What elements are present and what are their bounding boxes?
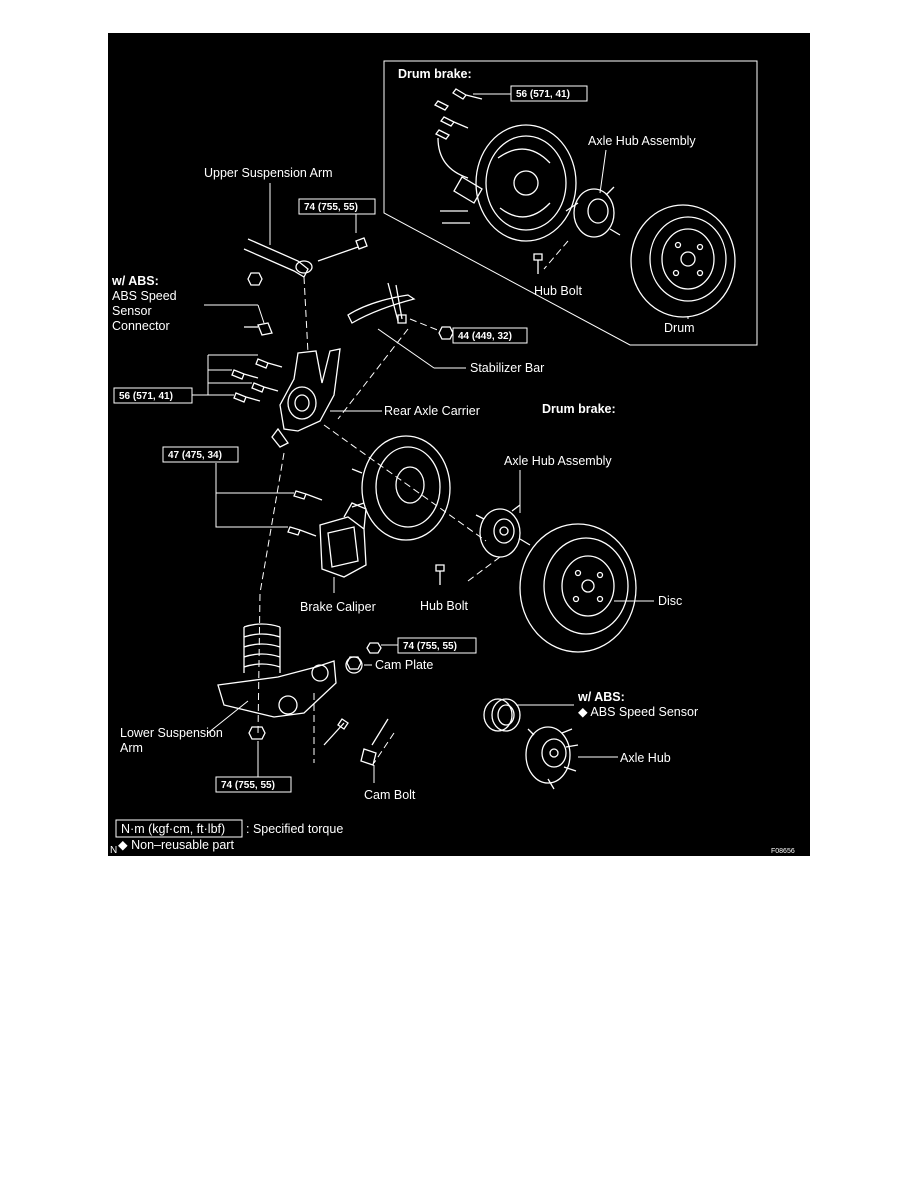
carrier-bolts [231,358,283,403]
disc-label: Disc [658,594,682,608]
stabilizer-bar-label: Stabilizer Bar [470,361,544,375]
drum-label: Drum [664,321,695,335]
rear-suspension-svg: Drum brake: 56 (571, 41) Axle Hub Assemb… [108,33,810,856]
inset-axle-hub-assembly [565,186,621,238]
cam-bolt [360,718,389,766]
lower-arm-bolt [323,718,349,746]
upper-arm-torque-value: 74 (755, 55) [304,202,358,213]
stabilizer-dash-2 [337,328,409,420]
inset-hub-bolt [533,253,543,274]
stabilizer-link-bolt [397,314,407,324]
upper-suspension-arm-label: Upper Suspension Arm [204,166,333,180]
middle-drum-brake-heading: Drum brake: [542,402,616,416]
carrier-lower-dash [257,452,285,734]
upper-arm-nut [247,272,263,286]
lower-arm-torque-value: 74 (755, 55) [221,780,275,791]
stabilizer-leader-a [377,328,435,369]
abs-connector-leader-2 [257,304,265,324]
legend-unit-text: N·m (kgf·cm, ft·lbf) [121,822,225,836]
lower-arm-torque-box [215,776,292,793]
inset-hub-bolt-dash [543,240,569,270]
upper-arm-bushing [295,260,313,274]
inset-drum-brake-heading: Drum brake: [398,67,472,81]
cam-bolt-dash [313,693,395,764]
lower-arm-nut [248,726,266,740]
inset-hub-bolt-label: Hub Bolt [534,284,582,298]
cam-plate-torque-box [397,637,477,654]
middle-hub-bolt-label: Hub Bolt [420,599,468,613]
stabilizer-torque-value: 44 (449, 32) [458,331,512,342]
lower-suspension-arm-label-1: Lower Suspension [120,726,223,740]
legend-unit-box [115,819,243,838]
inset-bolts [434,88,483,140]
abs-speed-sensor [483,698,521,732]
legend-specified-torque: : Specified torque [246,822,343,836]
stabilizer-nut [438,326,454,340]
rear-axle-carrier-label: Rear Axle Carrier [384,404,480,418]
abs-connector-label-2: Sensor [112,304,152,318]
abs-connector-label-1: ABS Speed [112,289,177,303]
legend-nonreusable-text: ◆ Non–reusable part [118,838,234,852]
middle-axle-hub-assembly [475,504,531,558]
coil-spring [243,623,281,673]
abs-speed-sensor-label: ◆ ABS Speed Sensor [578,705,698,719]
disc-brake-dust-cover [351,435,451,541]
caliper-bolt-lower [287,526,317,537]
drum-brake-backing-plate [437,124,577,242]
upper-arm-torque-box [298,198,376,215]
axle-hub [525,726,579,790]
stabilizer-dash [409,318,441,332]
figure-code: F08656 [771,848,795,855]
inset-axle-hub-label: Axle Hub Assembly [588,134,696,148]
lower-suspension-arm-label-2: Arm [120,741,143,755]
carrier-torque-bracket [198,354,258,396]
cam-plate-nut [346,656,362,670]
rear-axle-carrier [271,348,341,448]
lower-arm-leader [207,700,249,734]
stabilizer-torque-box [452,327,528,344]
axle-hub-label: Axle Hub [620,751,671,765]
brake-caliper-label: Brake Caliper [300,600,376,614]
lower-suspension-arm [217,660,337,718]
caliper-torque-bracket [215,463,294,528]
cam-plate [345,656,363,674]
caliper-torque-box [162,446,239,463]
middle-hub-bolt-dash [467,556,501,582]
inset-torque-value: 56 (571, 41) [516,89,570,100]
brake-disc [519,523,637,653]
abs-connector-label-3: Connector [112,319,170,333]
middle-hub-bolt [435,564,445,585]
caliper-torque-value: 47 (475, 34) [168,450,222,461]
middle-axle-hub-label: Axle Hub Assembly [504,454,612,468]
drum-brake-inset-frame [383,60,758,346]
inset-axle-hub-leader [599,149,607,194]
axle-dash [323,424,487,542]
carrier-torque-value: 56 (571, 41) [119,391,173,402]
cam-plate-torque-nut [366,642,382,654]
abs-connector-heading: w/ ABS: [111,274,159,288]
stabilizer-bar [347,294,416,324]
stabilizer-link [387,282,403,322]
exploded-view-diagram: Drum brake: 56 (571, 41) Axle Hub Assemb… [108,33,810,856]
cam-bolt-label: Cam Bolt [364,788,416,802]
abs-sensor-heading: w/ ABS: [577,690,625,704]
brake-caliper [319,502,367,578]
upper-arm-bolt [317,237,368,262]
cam-plate-torque-value: 74 (755, 55) [403,641,457,652]
caliper-bolt-upper [293,490,323,501]
upper-arm-dash [303,276,309,354]
legend-nonreusable-marker: N [110,845,117,856]
cam-plate-label: Cam Plate [375,658,433,672]
abs-connector [244,322,273,336]
brake-drum [630,204,736,318]
